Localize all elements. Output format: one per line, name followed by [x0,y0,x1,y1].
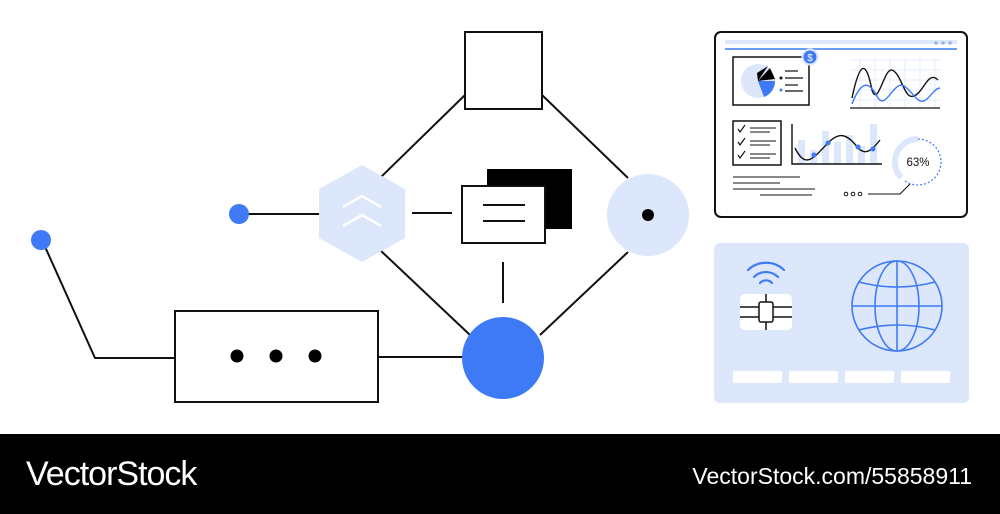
card-number-blocks [733,371,950,383]
progress-gauge: 63% [892,136,944,188]
right-circle-node [607,174,689,256]
wave-chart-widget [850,58,941,109]
wifi-icon [746,261,786,285]
blue-circle-node [462,317,544,399]
image-url: VectorStock.com/55858911 [692,463,972,489]
network-illustration: $ [31,31,969,403]
globe-icon [851,260,943,352]
bar-line-chart-widget [791,124,882,165]
progress-label: 63% [906,157,929,169]
document-stack-icon [461,169,572,244]
watermark-bar: VectorStock VectorStock.com/55858911 [0,434,1000,514]
hexagon-node [319,165,405,262]
sim-chip-icon [740,294,792,330]
dollar-badge: $ [801,48,819,66]
brand-wordmark: VectorStock [26,455,197,493]
blue-dot-small-middle [229,204,249,224]
blue-dot-small-left [31,230,51,250]
card-panel [714,243,969,403]
connector-lines [41,94,629,359]
chevrons-up-icon [342,194,382,228]
ellipsis-icon [230,349,322,363]
small-dots [843,191,863,197]
ellipsis-box [174,310,379,403]
checklist-widget [732,120,782,166]
dashboard-panel: $ [714,31,968,218]
pie-widget [732,56,810,106]
top-square-node [464,31,543,110]
text-lines-widget [733,176,815,196]
svg-text:$: $ [807,53,813,64]
